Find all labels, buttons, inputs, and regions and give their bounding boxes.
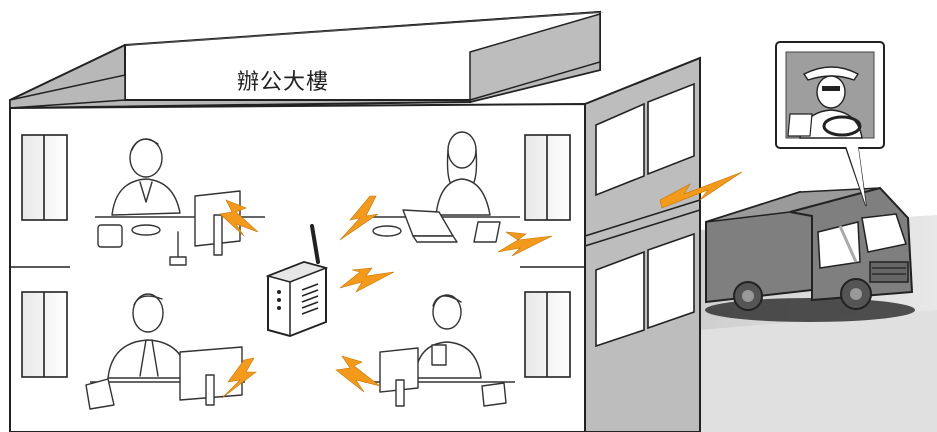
microphone-icon [169, 231, 187, 266]
desktop-monitor-icon [379, 347, 419, 407]
wireless-router-icon [265, 224, 329, 338]
driveway [700, 310, 937, 432]
lightning-signal-icon [659, 171, 743, 209]
vehicle-icon [705, 186, 915, 322]
document-icon [473, 221, 501, 243]
building-label: 辦公大樓 [237, 70, 330, 95]
lightning-signal-icon [221, 357, 257, 399]
driver-icon [787, 66, 863, 139]
lightning-signal-icon [219, 199, 259, 237]
person-icon [435, 131, 491, 216]
lightning-signal-icon [339, 195, 379, 241]
person-icon [414, 294, 482, 379]
lightning-signal-icon [497, 231, 553, 257]
document-icon [481, 382, 507, 407]
person-icon [111, 138, 181, 216]
front-windows [21, 134, 571, 378]
person-icon [107, 293, 189, 379]
desktop-monitor-icon [179, 346, 243, 406]
tablet-icon [85, 378, 115, 410]
lightning-signal-icon [335, 355, 381, 393]
laptop-icon [402, 209, 458, 243]
lightning-signal-icon [339, 267, 395, 293]
side-windows [584, 82, 701, 348]
tablet-icon [97, 224, 123, 248]
